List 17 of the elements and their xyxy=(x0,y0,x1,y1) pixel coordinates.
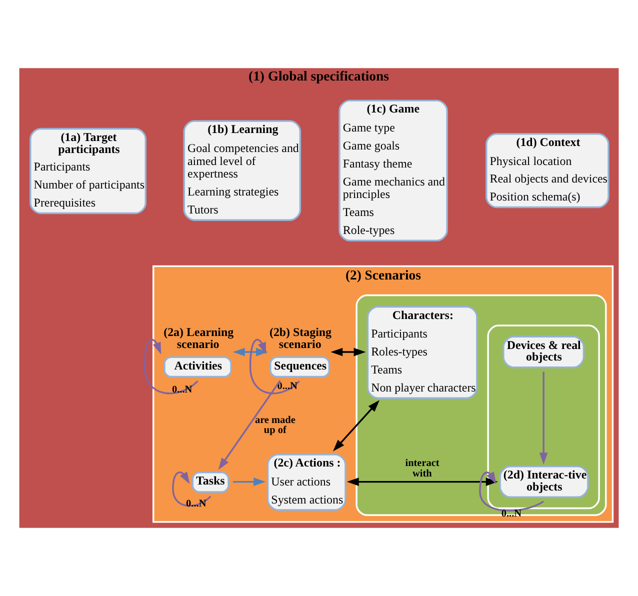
arrow xyxy=(172,471,212,507)
arrow xyxy=(330,348,366,356)
arrow xyxy=(232,478,266,486)
arrow xyxy=(232,348,268,356)
arrow xyxy=(346,478,498,486)
cluster xyxy=(356,294,607,516)
edge-label: 0...N xyxy=(186,498,206,510)
edge-label: 0...N xyxy=(172,384,192,396)
edge-label: 0...N xyxy=(277,381,298,392)
edge-label: interact with xyxy=(405,458,440,480)
arrow xyxy=(218,380,281,470)
arrow xyxy=(332,400,380,452)
node-label: (2a) Learning scenario xyxy=(164,324,234,351)
arrow xyxy=(539,372,548,465)
node-label: (2b) Staging scenario xyxy=(269,324,332,351)
arrow xyxy=(479,472,544,512)
edge-label: are made up of xyxy=(254,414,296,436)
